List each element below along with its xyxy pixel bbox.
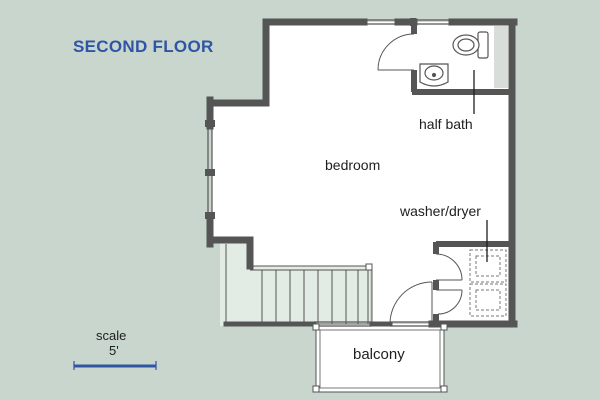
half-bath-walls	[411, 22, 514, 95]
balcony-floor	[316, 324, 444, 392]
balcony-door	[389, 281, 433, 325]
laundry-walls	[433, 241, 514, 324]
toilet-icon	[452, 31, 489, 59]
room-label-bedroom: bedroom	[325, 157, 381, 173]
laundry-doors	[435, 253, 463, 315]
room-label-washer-dryer: washer/dryer	[400, 203, 481, 219]
scale-value: 5'	[109, 343, 119, 358]
half-bath-door	[377, 33, 415, 71]
scale-bar	[73, 361, 157, 370]
scale-label: scale	[96, 328, 127, 343]
bath-panel	[494, 26, 508, 88]
sink-icon	[419, 63, 449, 87]
room-label-balcony: balcony	[353, 346, 405, 363]
room-label-half-bath: half bath	[419, 116, 473, 132]
floor-title: SECOND FLOOR	[73, 37, 214, 56]
stairs	[225, 244, 373, 325]
washer-dryer-icon	[469, 249, 507, 317]
balcony-railing	[312, 323, 448, 393]
